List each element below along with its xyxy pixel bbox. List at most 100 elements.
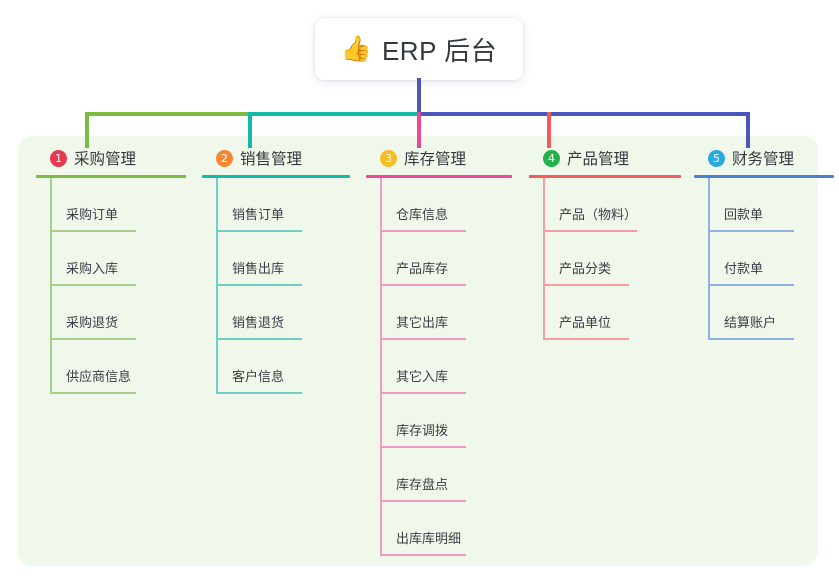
branch-header-rule (202, 175, 350, 178)
leaf-item[interactable]: 回款单 (708, 178, 839, 232)
leaf-underline (52, 284, 136, 286)
leaf-underline (710, 230, 794, 232)
leaf-item[interactable]: 销售退货 (216, 286, 360, 340)
branch-header-sales[interactable]: 2 销售管理 (202, 146, 360, 170)
leaf-item[interactable]: 出库库明细 (380, 502, 522, 556)
leaf-label: 出库库明细 (396, 530, 462, 546)
leaf-item[interactable]: 其它出库 (380, 286, 522, 340)
leaf-underline (382, 446, 466, 448)
leaf-underline (382, 338, 466, 340)
leaf-item[interactable]: 库存盘点 (380, 448, 522, 502)
leaf-item[interactable]: 销售出库 (216, 232, 360, 286)
branch-title: 库存管理 (404, 151, 467, 168)
connector-bar-teal (248, 112, 419, 116)
leaf-underline (382, 284, 466, 286)
branch-title: 采购管理 (74, 151, 137, 168)
leaf-underline (382, 500, 466, 502)
connector-bar-blue (417, 112, 750, 116)
leaf-underline (52, 392, 136, 394)
leaf-item[interactable]: 供应商信息 (50, 340, 196, 394)
stub-finance (746, 112, 750, 148)
leaf-item[interactable]: 销售订单 (216, 178, 360, 232)
leaf-underline (382, 392, 466, 394)
branches-panel (18, 136, 818, 566)
leaf-item[interactable]: 库存调拨 (380, 394, 522, 448)
leaf-label: 产品库存 (396, 260, 449, 276)
branch-spine (543, 178, 545, 340)
leaf-label: 其它出库 (396, 314, 449, 330)
branch-header-rule (529, 175, 681, 178)
leaf-label: 销售出库 (232, 260, 285, 276)
root-node-card[interactable]: 👍 ERP 后台 (315, 18, 523, 80)
leaf-item[interactable]: 结算账户 (708, 286, 839, 340)
leaf-label: 产品（物料） (559, 206, 638, 222)
leaf-label: 产品单位 (559, 314, 612, 330)
leaf-item[interactable]: 采购退货 (50, 286, 196, 340)
branch-header-inventory[interactable]: 3 库存管理 (366, 146, 522, 170)
stub-sales (248, 112, 252, 148)
leaf-label: 客户信息 (232, 368, 285, 384)
leaf-label: 销售退货 (232, 314, 285, 330)
leaf-label: 库存调拨 (396, 422, 449, 438)
branch-column-finance: 5 财务管理回款单付款单结算账户 (694, 146, 839, 340)
leaf-underline (710, 284, 794, 286)
branch-header-finance[interactable]: 5 财务管理 (694, 146, 839, 170)
stub-inventory (417, 112, 421, 148)
branch-leaf-list: 销售订单销售出库销售退货客户信息 (216, 178, 360, 394)
branch-number-badge: 2 (216, 149, 233, 167)
leaf-item[interactable]: 产品分类 (543, 232, 691, 286)
leaf-label: 其它入库 (396, 368, 449, 384)
leaf-label: 供应商信息 (66, 368, 132, 384)
leaf-label: 采购入库 (66, 260, 119, 276)
branch-number-badge: 1 (50, 149, 67, 167)
leaf-item[interactable]: 采购入库 (50, 232, 196, 286)
branch-title: 财务管理 (732, 151, 795, 168)
branch-column-sales: 2 销售管理销售订单销售出库销售退货客户信息 (202, 146, 360, 394)
branch-leaf-list: 仓库信息产品库存其它出库其它入库库存调拨库存盘点出库库明细 (380, 178, 522, 556)
leaf-underline (382, 230, 466, 232)
leaf-item[interactable]: 仓库信息 (380, 178, 522, 232)
root-node-title: ERP 后台 (381, 35, 498, 66)
leaf-underline (52, 230, 136, 232)
branch-header-rule (694, 175, 834, 178)
branch-leaf-list: 回款单付款单结算账户 (708, 178, 839, 340)
leaf-item[interactable]: 产品库存 (380, 232, 522, 286)
leaf-underline (218, 230, 302, 232)
stub-product (547, 112, 551, 148)
leaf-item[interactable]: 采购订单 (50, 178, 196, 232)
branch-spine (50, 178, 52, 394)
branch-leaf-list: 采购订单采购入库采购退货供应商信息 (50, 178, 196, 394)
leaf-item[interactable]: 其它入库 (380, 340, 522, 394)
leaf-item[interactable]: 客户信息 (216, 340, 360, 394)
leaf-item[interactable]: 产品（物料） (543, 178, 691, 232)
leaf-item[interactable]: 产品单位 (543, 286, 691, 340)
leaf-item[interactable]: 付款单 (708, 232, 839, 286)
leaf-label: 库存盘点 (396, 476, 449, 492)
branch-leaf-list: 产品（物料） 产品分类产品单位 (543, 178, 691, 340)
branch-header-rule (366, 175, 512, 178)
branch-number-badge: 3 (380, 149, 397, 167)
branch-spine (380, 178, 382, 556)
connector-bar-green (85, 112, 250, 116)
branch-header-rule (36, 175, 186, 178)
thumbs-up-icon: 👍 (340, 34, 372, 63)
leaf-label: 仓库信息 (396, 206, 449, 222)
leaf-underline (218, 338, 302, 340)
branch-title: 销售管理 (240, 151, 303, 168)
leaf-underline (218, 392, 302, 394)
leaf-underline (545, 284, 629, 286)
branch-number-badge: 5 (708, 149, 725, 167)
leaf-label: 采购退货 (66, 314, 119, 330)
leaf-label: 回款单 (724, 206, 764, 222)
leaf-label: 采购订单 (66, 206, 119, 222)
branch-header-purchase[interactable]: 1 采购管理 (36, 146, 196, 170)
leaf-underline (218, 284, 302, 286)
leaf-label: 付款单 (724, 260, 764, 276)
branch-column-inventory: 3 库存管理仓库信息产品库存其它出库其它入库库存调拨库存盘点出库库明细 (366, 146, 522, 556)
branch-column-purchase: 1 采购管理采购订单采购入库采购退货供应商信息 (36, 146, 196, 394)
leaf-underline (710, 338, 794, 340)
branch-number-badge: 4 (543, 149, 560, 167)
